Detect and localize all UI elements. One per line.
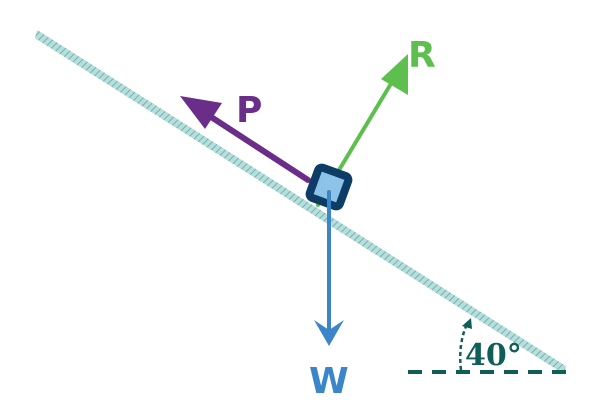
push-force-label: P bbox=[236, 90, 262, 131]
block bbox=[305, 163, 353, 211]
push-force-arrow bbox=[180, 96, 311, 183]
angle-arc bbox=[459, 318, 472, 371]
weight-force-label: W bbox=[309, 361, 349, 400]
angle-label: 40° bbox=[465, 338, 522, 373]
weight-force-arrow bbox=[314, 190, 344, 346]
incline-surface bbox=[34, 29, 567, 375]
reaction-force-label: R bbox=[408, 35, 436, 76]
